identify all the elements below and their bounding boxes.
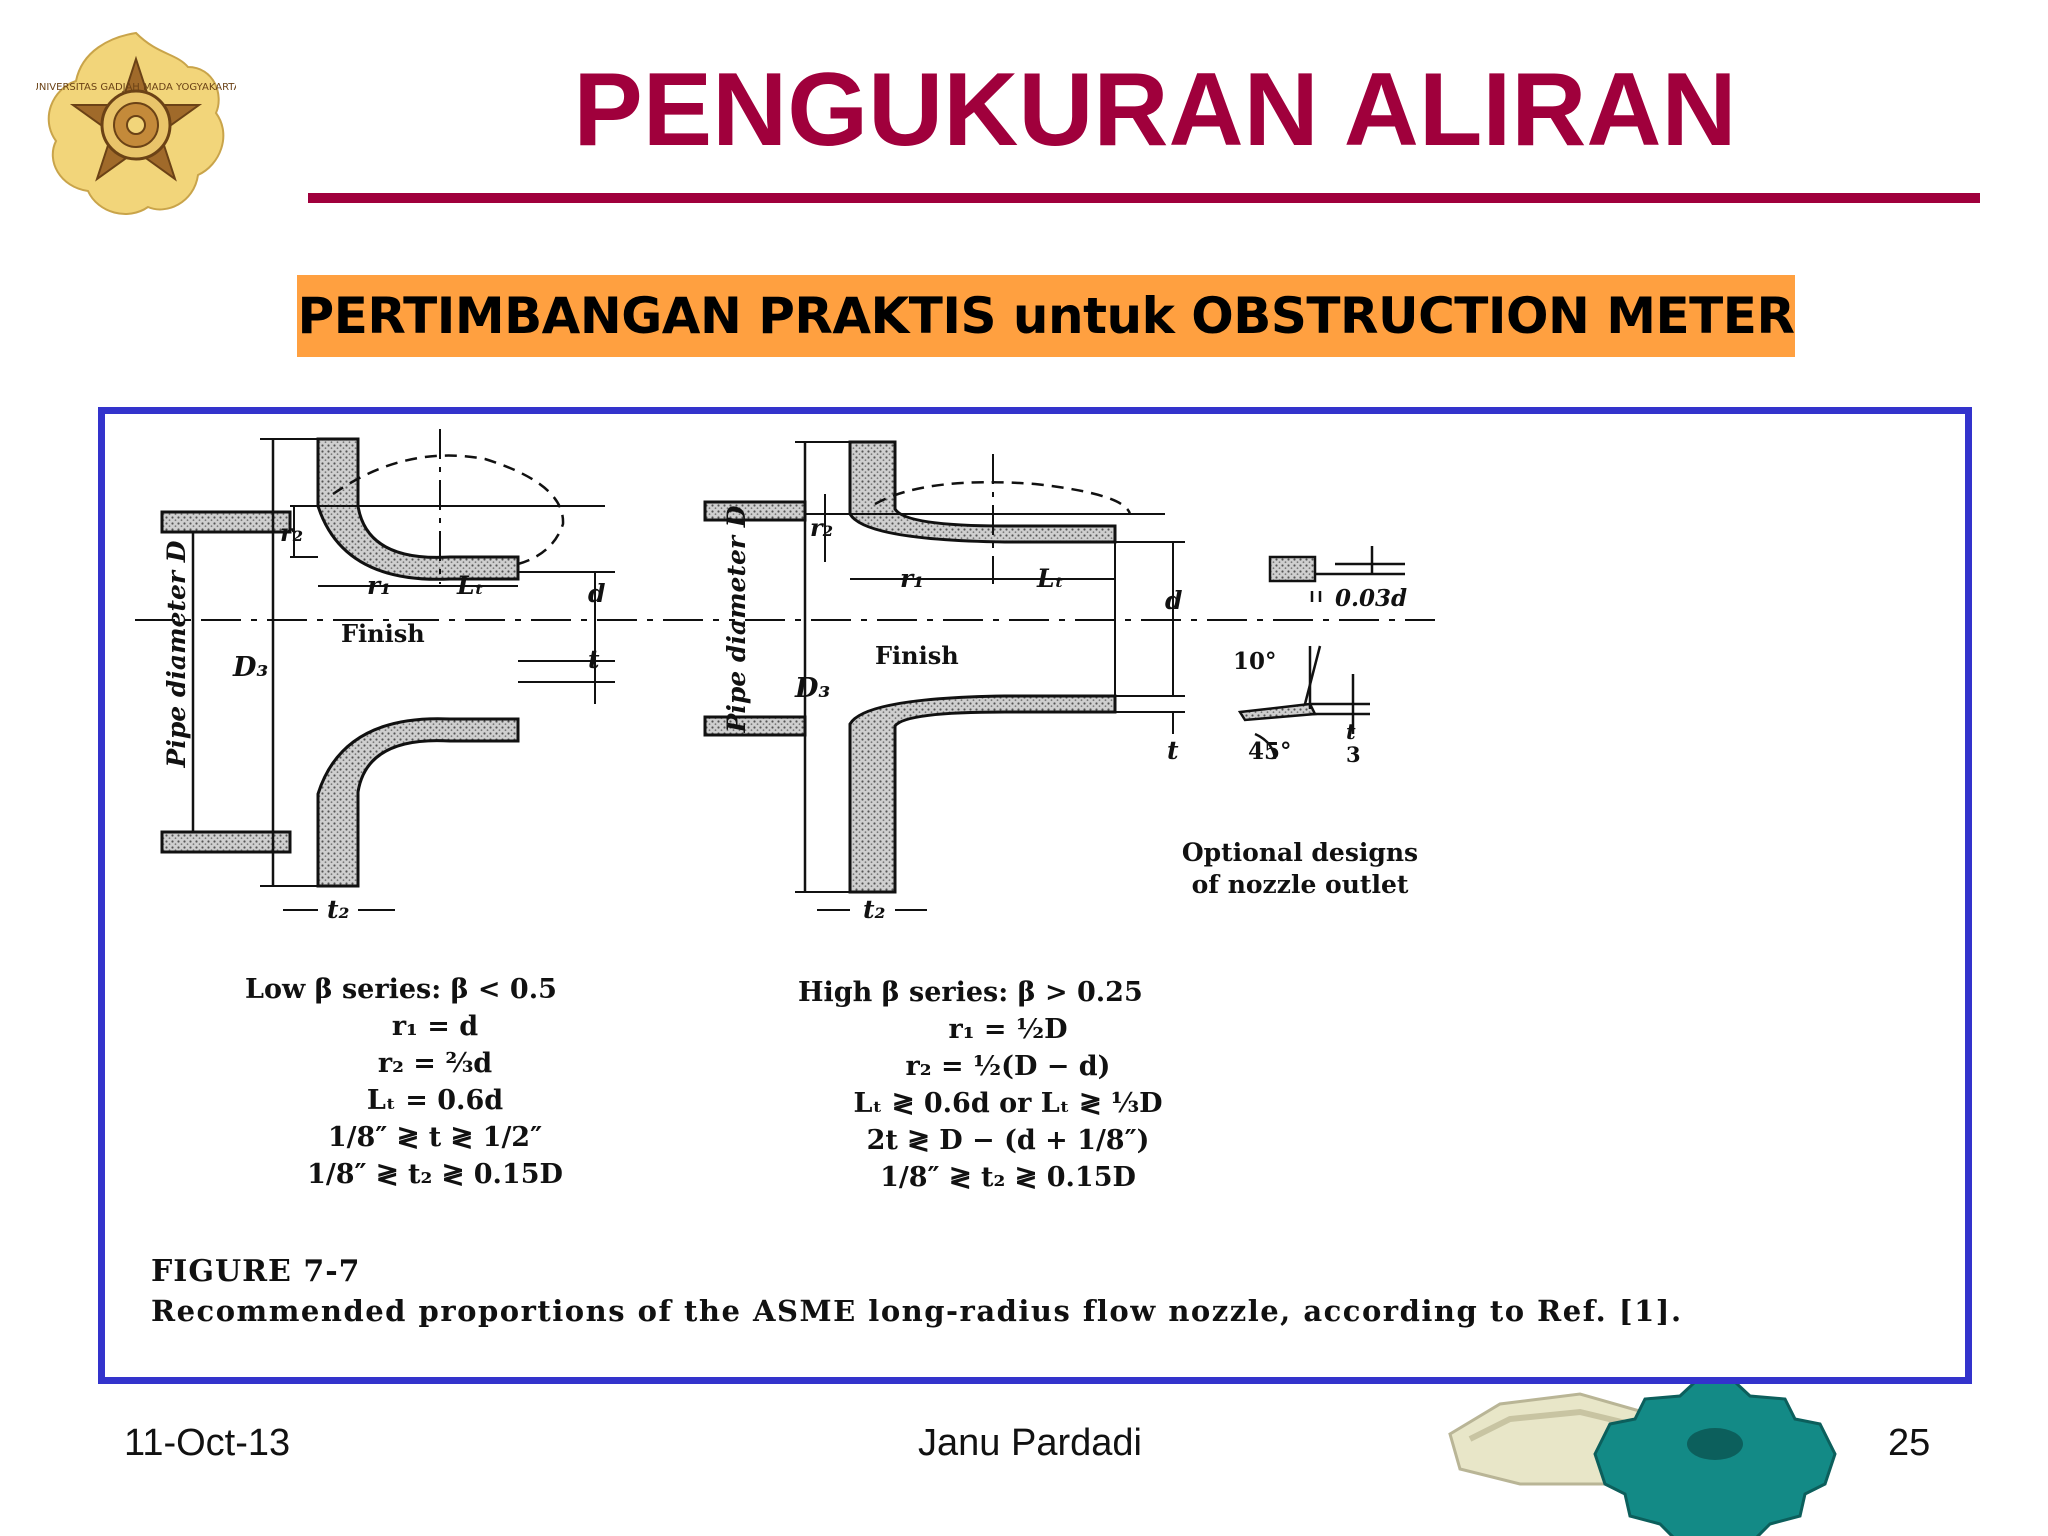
label-r1-mid: r₁ (900, 564, 924, 593)
figure-caption-text: Recommended proportions of the ASME long… (151, 1294, 1683, 1328)
low-beta-line: 1/8″ ≷ t₂ ≷ 0.15D (307, 1159, 563, 1190)
high-beta-line: r₁ = ½D (948, 1014, 1068, 1045)
label-d-left: d (588, 579, 605, 608)
title-underline (308, 193, 1980, 203)
low-beta-line: Lₜ = 0.6d (366, 1085, 504, 1116)
high-beta-line: 1/8″ ≷ t₂ ≷ 0.15D (880, 1162, 1136, 1193)
low-beta-line: r₂ = ⅔d (377, 1048, 493, 1079)
label-pipe-diameter-mid: Pipe diameter D (722, 505, 751, 733)
label-t-left: t (588, 645, 600, 674)
high-beta-equations: High β series: β > 0.25 r₁ = ½D r₂ = ½(D… (798, 974, 1218, 1196)
low-beta-nozzle (135, 429, 735, 911)
footer-date: 11-Oct-13 (124, 1422, 291, 1464)
label-t-mid: t (1167, 736, 1179, 765)
high-beta-line: 2t ≷ D − (d + 1/8″) (866, 1125, 1150, 1156)
footer-author: Janu Pardadi (918, 1422, 1142, 1464)
university-seal-icon: UNIVERSITAS GADJAH MADA YOGYAKARTA (36, 31, 236, 215)
nozzle-diagram: Pipe diameter D D₃ r₂ r₁ Lₜ d t Finish t… (135, 429, 1435, 924)
label-outlet-gap: 0.03d (1335, 585, 1407, 612)
high-beta-heading: High β series: β > 0.25 (798, 977, 1143, 1008)
low-beta-heading: Low β series: β < 0.5 (245, 974, 557, 1005)
label-angle-10: 10° (1233, 648, 1277, 675)
gears-icon (1448, 1384, 1837, 1536)
label-pipe-diameter-left: Pipe diameter D (162, 540, 191, 768)
optional-designs-line1: Optional designs (1182, 838, 1418, 867)
label-d-mid: d (1165, 586, 1182, 615)
label-lt-left: Lₜ (456, 571, 484, 600)
label-d3-mid: D₃ (794, 673, 830, 704)
label-t2-left: t₂ (327, 895, 350, 924)
label-r2-left: r₂ (280, 518, 303, 547)
label-r1-left: r₁ (367, 571, 391, 600)
label-t-over-3-num: t (1346, 719, 1356, 744)
label-lt-mid: Lₜ (1036, 564, 1064, 593)
slide-subtitle: PERTIMBANGAN PRAKTIS untuk OBSTRUCTION M… (297, 275, 1795, 357)
label-r2-mid: r₂ (810, 513, 833, 542)
high-beta-line: Lₜ ≷ 0.6d or Lₜ ≷ ⅓D (853, 1088, 1163, 1119)
label-t2-mid: t₂ (863, 895, 886, 924)
high-beta-line: r₂ = ½(D − d) (905, 1051, 1111, 1082)
low-beta-line: r₁ = d (391, 1011, 479, 1042)
label-d3-left: D₃ (232, 652, 268, 683)
low-beta-equations: Low β series: β < 0.5 r₁ = d r₂ = ⅔d Lₜ … (245, 971, 625, 1193)
label-finish-mid: Finish (875, 641, 959, 670)
high-beta-nozzle (703, 440, 1435, 911)
slide-title: PENGUKURAN ALIRAN (573, 52, 1737, 168)
figure-frame: Pipe diameter D D₃ r₂ r₁ Lₜ d t Finish t… (98, 407, 1972, 1384)
optional-designs-line2: of nozzle outlet (1192, 870, 1409, 899)
outlet-detail (1237, 546, 1405, 760)
label-angle-45: 45° (1248, 738, 1292, 765)
label-finish-left: Finish (341, 619, 425, 648)
low-beta-line: 1/8″ ≷ t ≷ 1/2″ (327, 1122, 543, 1153)
footer-page-number: 25 (1888, 1422, 1931, 1464)
label-t-over-3-den: 3 (1346, 742, 1361, 767)
figure-caption-number: FIGURE 7-7 (151, 1254, 361, 1289)
seal-ring-text: UNIVERSITAS GADJAH MADA YOGYAKARTA (36, 82, 236, 93)
